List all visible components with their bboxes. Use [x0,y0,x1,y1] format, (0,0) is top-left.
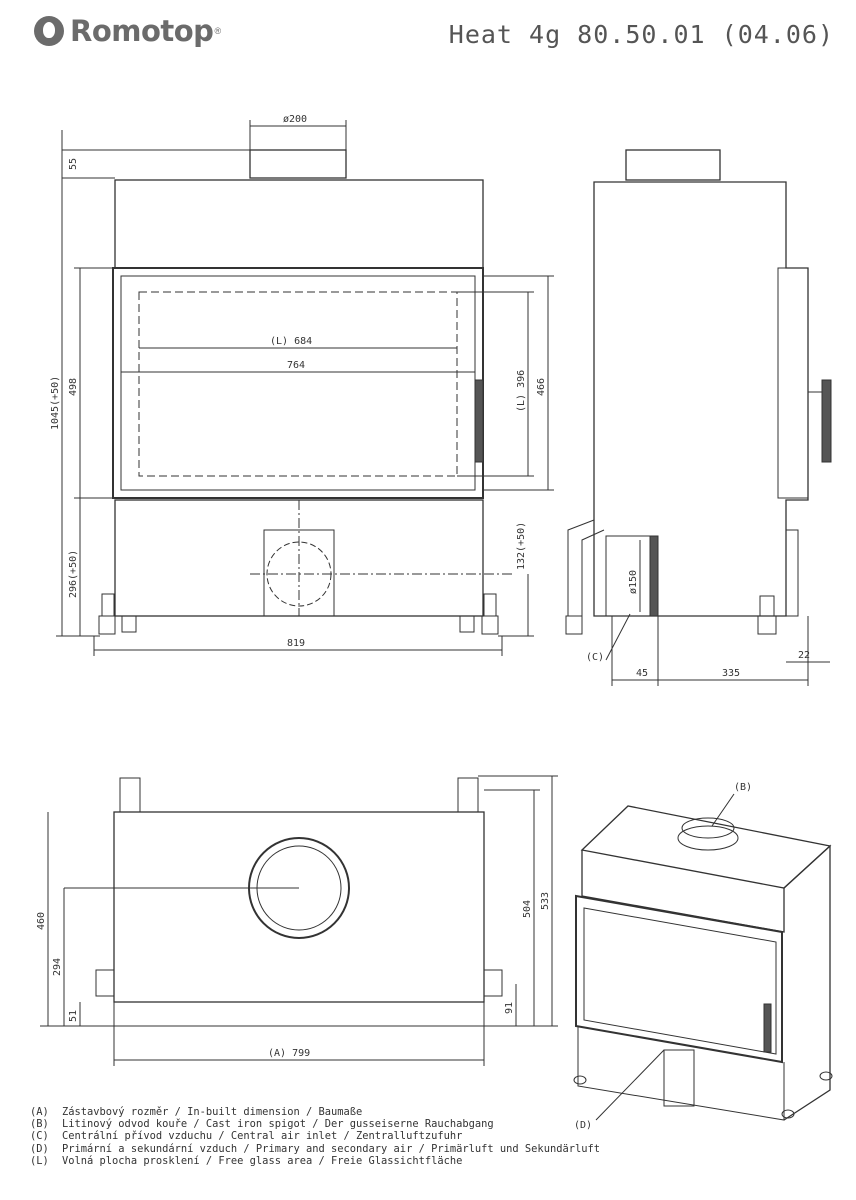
iso-door [575,894,783,1064]
leader-d [595,1049,665,1121]
side-view [565,149,832,686]
legend-row: (D) Primární a sekundární vzduch / Primar… [30,1143,830,1155]
label-top-294: 294 [52,958,63,976]
glass-area-dashed [138,291,458,477]
door-inner [120,275,476,491]
legend-row: (L) Volná plocha prosklení / Free glass a… [30,1155,830,1167]
foot-right-2 [459,615,475,633]
label-air-inlet-c: (C) [586,652,604,663]
legend-key: (C) [30,1130,49,1143]
iso-view [573,793,833,1121]
label-top-51: 51 [68,1010,79,1022]
foot-left-2 [121,615,137,633]
label-glass-height: (L) 396 [516,370,527,412]
top-post-right [457,777,479,813]
leader-b [711,793,735,827]
flame-logo-icon [34,16,64,46]
side-foot-right [757,615,777,635]
side-handle [821,379,832,463]
legend-row: (C) Centrální přívod vzduchu / Central ai… [30,1130,830,1142]
legend-key: (D) [30,1142,49,1155]
label-handle-depth: 22 [798,650,810,661]
legend-text: Zástavbový rozměr / In-built dimension /… [62,1106,363,1118]
side-flue [625,149,721,181]
door-handle [474,379,484,463]
iso-air-box [663,1049,695,1107]
side-foot-left [565,615,583,635]
door-frame [112,267,484,499]
foot-right-base [481,615,499,635]
label-b: (B) [734,782,752,793]
label-opening-height: 466 [536,378,547,396]
brand-name: Romotop [70,14,214,48]
iso-handle [763,1003,772,1053]
label-door-width: 764 [287,360,305,371]
label-d: (D) [574,1120,592,1131]
label-inner-glass: (L) 684 [270,336,312,347]
legend-text: Centrální přívod vzduchu / Central air i… [62,1130,463,1143]
legend-key: (B) [30,1118,49,1131]
legend: (A) Zástavbový rozměr / In-built dimensio… [30,1106,830,1167]
top-front-strip [113,1001,485,1027]
trademark-sign: ® [214,26,222,36]
top-view [40,775,558,1066]
top-bracket-left [95,969,115,997]
foot-right [483,593,497,617]
side-rear-panel [785,529,799,617]
label-total-height: 1045(+50) [50,376,61,430]
label-top-460: 460 [36,912,47,930]
label-inlet-diameter: ø150 [628,570,639,594]
legend-text: Primární a sekundární vzduch / Primary a… [62,1142,600,1155]
legend-row: (B) Litinový odvod kouře / Cast iron spig… [30,1118,830,1130]
label-top-width: (A) 799 [268,1048,310,1059]
label-door-height: 498 [68,378,79,396]
label-flue-diameter: ø200 [283,114,307,125]
legend-text: Volná plocha prosklení / Free glass area… [62,1154,463,1167]
label-base-height: 296(+50) [68,550,79,598]
label-top-offset: 55 [68,158,79,170]
header: Romotop ® Heat 4g 80.50.01 (04.06) [0,0,856,70]
foot-left-base [98,615,116,635]
model-title: Heat 4g 80.50.01 (04.06) [448,20,834,49]
top-body [114,179,484,269]
brand-logo: Romotop ® [34,14,221,48]
iso-flue [677,825,739,851]
label-top-504: 504 [522,900,533,918]
label-total-width: 819 [287,638,305,649]
label-top-533: 533 [540,892,551,910]
legend-key: (L) [30,1154,49,1167]
iso-side-face [783,844,831,1121]
flue-collar [249,149,347,179]
legend-key: (A) [30,1106,49,1118]
foot-left [101,593,115,617]
label-top-91: 91 [504,1002,515,1014]
top-body-outline [113,811,485,1003]
front-view [56,120,554,656]
leader-c [605,613,631,661]
top-bracket-right [483,969,503,997]
side-body [593,181,809,617]
legend-row: (A) Zástavbový rozměr / In-built dimensio… [30,1106,830,1118]
side-bracket [567,500,605,617]
label-side-depth: 335 [722,668,740,679]
label-inlet-height: 132(+50) [516,522,527,570]
legend-text: Litinový odvod kouře / Cast iron spigot … [62,1118,494,1131]
side-door [777,267,809,499]
label-inlet-offset: 45 [636,668,648,679]
top-post-left [119,777,141,813]
